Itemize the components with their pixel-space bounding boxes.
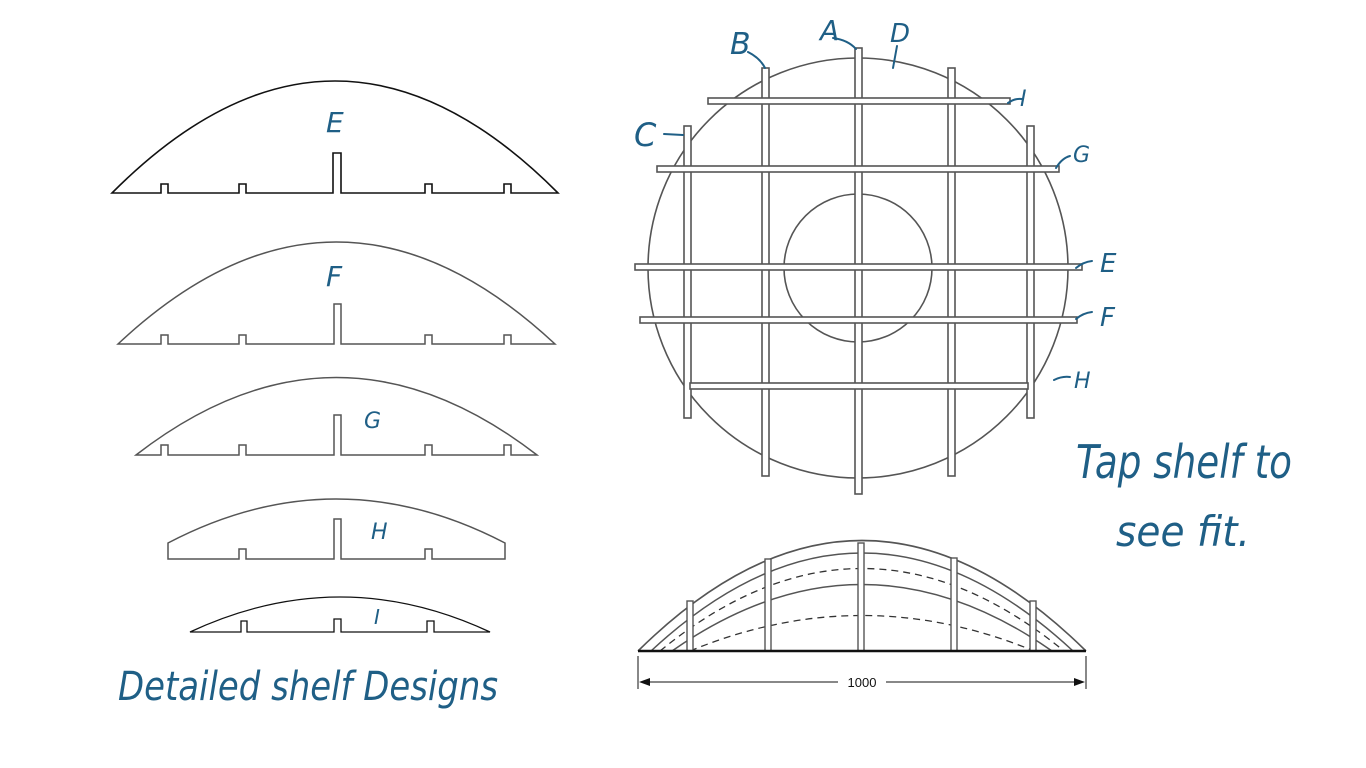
- side-post-b: [764, 558, 772, 652]
- top-shelf-c[interactable]: [683, 125, 692, 419]
- shelf-h-outline: [167, 498, 506, 560]
- shelf-g-outline: [133, 376, 540, 456]
- shelf-i-label: I: [374, 605, 380, 629]
- callout-d: D: [890, 19, 910, 49]
- top-shelf-e[interactable]: [634, 263, 1083, 271]
- shelf-f-label: F: [326, 260, 343, 293]
- side-post-extra: [1029, 600, 1037, 652]
- instruction-line-2: see fit.: [1116, 507, 1250, 556]
- shelf-design-e[interactable]: E: [110, 80, 560, 194]
- top-shelf-d[interactable]: [947, 67, 956, 477]
- side-shelf-h-arc: [689, 614, 1035, 652]
- shelf-i-outline: [189, 596, 491, 633]
- top-view-callouts: [663, 37, 1093, 381]
- side-post-d: [950, 557, 958, 652]
- callout-f: F: [1100, 303, 1116, 333]
- side-outer-arc: [637, 539, 1087, 652]
- top-shelf-g[interactable]: [656, 165, 1060, 173]
- top-shelf-extra[interactable]: [1026, 125, 1035, 419]
- top-view-diagram: [634, 47, 1083, 495]
- callout-a: A: [818, 14, 839, 47]
- top-shelf-h[interactable]: [689, 382, 1029, 390]
- shelf-e-outline: [110, 80, 560, 194]
- shelf-design-h[interactable]: H: [167, 498, 506, 560]
- shelf-design-g[interactable]: G: [133, 376, 540, 456]
- callout-c: C: [634, 116, 657, 154]
- top-shelf-b[interactable]: [761, 67, 770, 477]
- callout-g: G: [1073, 143, 1090, 168]
- shelf-h-label: H: [371, 520, 388, 545]
- side-post-a: [857, 542, 865, 652]
- callout-h: H: [1074, 369, 1091, 394]
- dimension-arrow-left: [639, 678, 650, 686]
- shelf-f-outline: [116, 241, 557, 345]
- side-view-diagram: 1000: [637, 539, 1087, 690]
- instruction-line-1: Tap shelf to: [1076, 435, 1292, 489]
- shelf-design-i[interactable]: I: [189, 596, 491, 633]
- callout-e: E: [1100, 249, 1117, 279]
- side-post-c: [686, 600, 694, 652]
- dimension-value: 1000: [848, 675, 877, 690]
- shelf-designs-caption: Detailed shelf Designs: [118, 664, 498, 710]
- top-shelf-i[interactable]: [707, 97, 1011, 105]
- top-shelf-f[interactable]: [639, 316, 1078, 324]
- shelf-e-label: E: [326, 106, 344, 139]
- shelf-g-label: G: [364, 409, 381, 434]
- dimension-arrow-right: [1074, 678, 1085, 686]
- callout-b: B: [730, 27, 751, 62]
- shelf-design-f[interactable]: F: [116, 241, 557, 345]
- top-shelf-a[interactable]: [854, 47, 863, 495]
- shelf-designs-panel: E F G H I Detailed shelf Designs: [110, 80, 560, 710]
- callout-i: I: [1020, 87, 1027, 112]
